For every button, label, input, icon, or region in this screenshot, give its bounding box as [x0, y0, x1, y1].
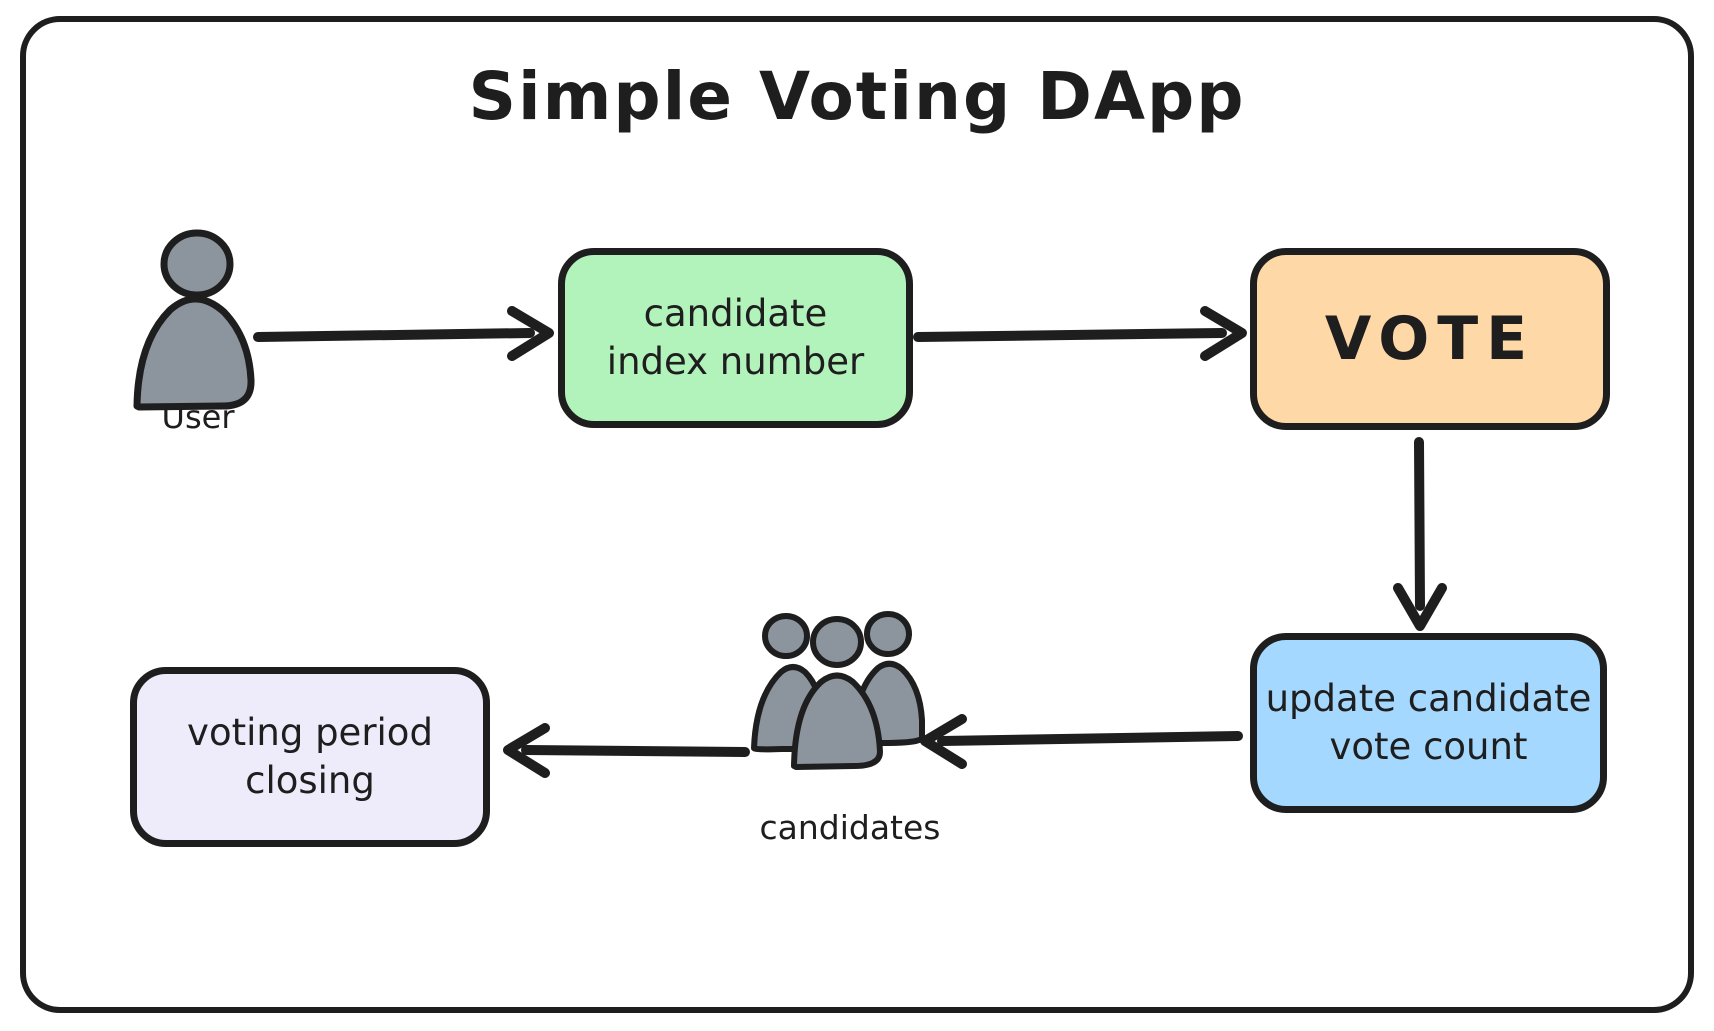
candidate-person-front: [791, 616, 883, 770]
candidates-label: candidates: [759, 808, 941, 847]
user-label: User: [161, 398, 235, 436]
candidate-index-line-1: candidate: [643, 291, 828, 335]
user-icon: [133, 229, 255, 411]
voting-period-line-1: voting period: [187, 710, 433, 754]
update-vote-count-line-1: update candidate: [1265, 676, 1592, 720]
node-update-vote-count: update candidate vote count: [1250, 633, 1607, 813]
vote-label: VOTE: [1324, 304, 1536, 374]
user-body: [133, 295, 255, 411]
node-voting-period-closing: voting period closing: [130, 667, 490, 847]
outer-frame: [20, 16, 1694, 1013]
update-vote-count-line-2: vote count: [1329, 725, 1528, 768]
candidates-icon: [751, 611, 925, 770]
voting-period-line-2: closing: [245, 759, 375, 802]
candidate-index-line-2: index number: [606, 340, 865, 383]
node-vote: VOTE: [1250, 248, 1610, 430]
node-candidate-index-number: candidate index number: [558, 248, 913, 428]
diagram-title: Simple Voting DApp: [468, 58, 1246, 135]
user-head: [160, 229, 234, 299]
